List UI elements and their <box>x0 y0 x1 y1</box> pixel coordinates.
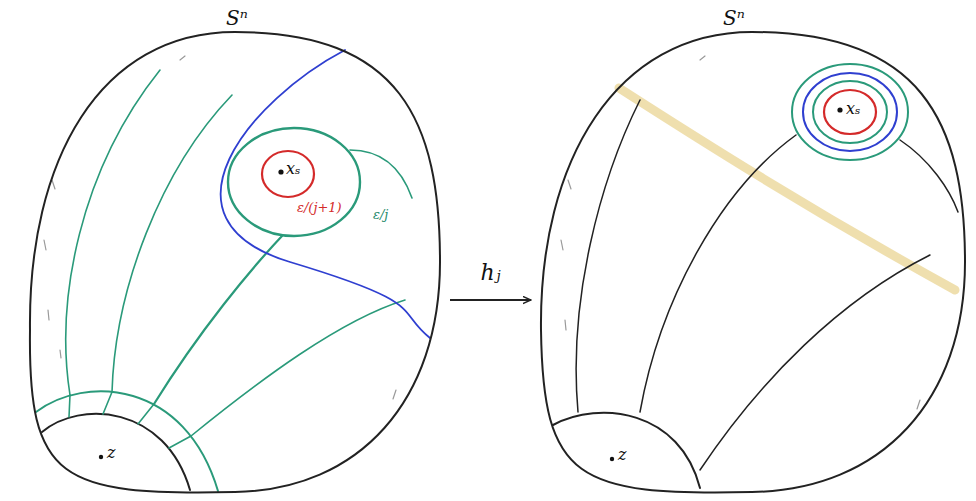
red-ball <box>824 90 876 134</box>
point-label: xₛ <box>285 159 301 178</box>
meridian <box>640 135 796 412</box>
cap-arc <box>42 414 190 490</box>
cap-arc <box>553 413 700 488</box>
map-name: hⱼ <box>480 260 502 286</box>
point-label: xₛ <box>845 99 861 118</box>
point-label: z <box>617 445 627 464</box>
sphere-outline <box>30 32 440 493</box>
green-ball <box>792 64 908 160</box>
meridian <box>191 300 405 436</box>
hatch-marks <box>44 56 396 399</box>
green-ball <box>228 128 360 236</box>
blue-ball <box>803 73 897 151</box>
sphere: Sⁿ <box>537 4 967 496</box>
sphere-label: Sⁿ <box>723 6 745 30</box>
meridian <box>154 236 282 404</box>
point <box>610 457 614 461</box>
radius-label: ε/(j+1) <box>296 200 343 216</box>
sphere-outline-svg <box>537 4 967 496</box>
band-ticks <box>69 392 191 448</box>
sphere: Sⁿ <box>28 4 444 496</box>
green-arc <box>350 150 412 198</box>
meridian <box>900 140 958 212</box>
point <box>278 169 283 174</box>
green-ball <box>813 81 887 143</box>
sphere-outline <box>541 32 965 493</box>
red-ball <box>262 151 314 197</box>
radius-label: ε/j <box>372 207 389 223</box>
map-arrow <box>450 299 531 301</box>
meridian <box>576 100 640 412</box>
green-band <box>36 391 218 491</box>
sphere-outline-svg <box>28 4 444 496</box>
point <box>99 455 103 459</box>
point <box>837 107 842 112</box>
meridian <box>112 95 232 392</box>
hatch-marks <box>561 56 920 409</box>
point-label: z <box>106 443 116 462</box>
sphere-label: Sⁿ <box>226 6 248 30</box>
yellow-band <box>619 88 955 290</box>
meridian <box>700 255 930 470</box>
